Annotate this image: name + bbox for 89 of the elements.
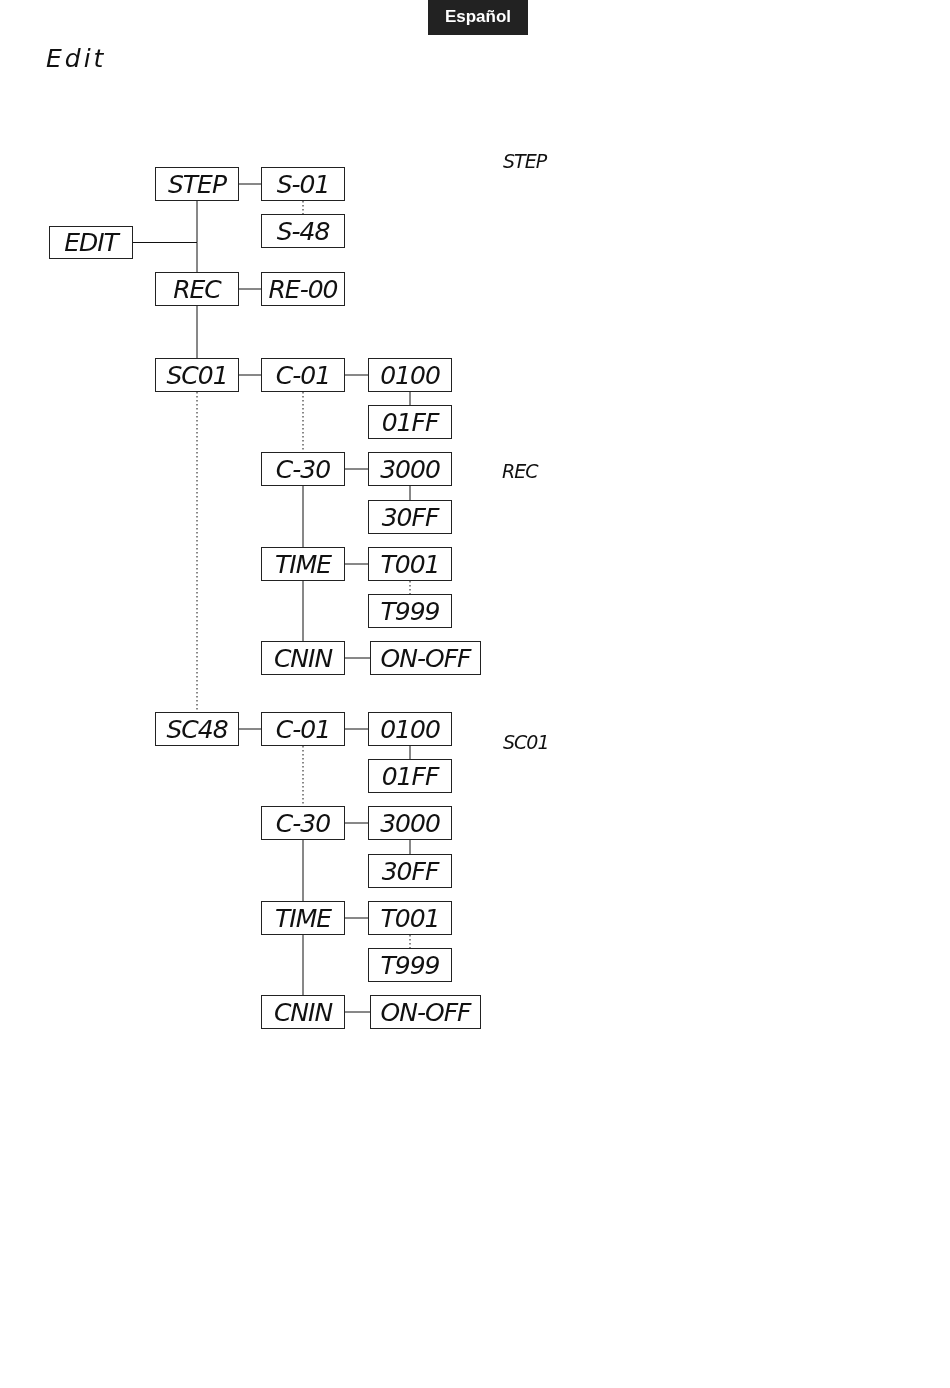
connector-line [344, 374, 369, 376]
connector-line [409, 839, 411, 855]
connector-line [196, 391, 198, 713]
display-box [368, 452, 452, 486]
section-heading: SC01 [503, 731, 549, 753]
display-box [261, 901, 345, 935]
connector-line [409, 485, 411, 501]
display-box [368, 759, 452, 793]
display-text: TIME [275, 549, 331, 579]
display-text: 01FF [381, 761, 439, 791]
display-text: 0100 [380, 714, 440, 744]
display-text: C-30 [275, 454, 331, 484]
display-box [368, 712, 452, 746]
display-text: C-30 [275, 808, 331, 838]
connector-line [344, 822, 369, 824]
display-text: TIME [275, 903, 331, 933]
connector-line [132, 242, 198, 273]
display-box [261, 641, 345, 675]
display-text: S-48 [276, 216, 330, 246]
connector-line [409, 391, 411, 406]
display-box [368, 500, 452, 534]
display-box [370, 995, 481, 1029]
display-text: SC48 [166, 714, 228, 744]
display-box [155, 712, 239, 746]
display-box [261, 214, 345, 248]
display-text: 01FF [381, 407, 439, 437]
display-text: ON-OFF [380, 997, 471, 1027]
display-box [368, 806, 452, 840]
connector-line [302, 580, 304, 642]
connector-line [344, 468, 369, 470]
display-box [261, 167, 345, 201]
display-text: CNIN [273, 643, 333, 673]
connector-line [302, 839, 304, 902]
section-heading: REC [502, 460, 538, 482]
connector-line [344, 563, 369, 565]
display-box [368, 901, 452, 935]
display-text: C-01 [275, 360, 331, 390]
display-text: S-01 [276, 169, 330, 199]
display-box [155, 167, 239, 201]
display-text: RE-00 [268, 274, 338, 304]
connector-line [196, 305, 198, 359]
display-text: 3000 [380, 454, 440, 484]
section-heading: STEP [503, 150, 547, 172]
display-box [368, 547, 452, 581]
display-text: C-01 [275, 714, 331, 744]
display-box [261, 995, 345, 1029]
display-box [368, 854, 452, 888]
display-box [261, 547, 345, 581]
connector-line [344, 657, 371, 659]
display-box [49, 226, 133, 259]
connector-line [238, 728, 262, 730]
connector-line [344, 728, 369, 730]
display-box [368, 948, 452, 982]
display-text: CNIN [273, 997, 333, 1027]
display-text: STEP [168, 169, 226, 199]
connector-line [302, 391, 304, 453]
display-text: REC [173, 274, 221, 304]
display-text: T001 [380, 549, 440, 579]
display-box [368, 405, 452, 439]
display-box [261, 358, 345, 392]
display-box [155, 358, 239, 392]
connector-line [238, 183, 262, 185]
display-text: T001 [380, 903, 440, 933]
display-text: T999 [380, 950, 440, 980]
display-box [261, 272, 345, 306]
connector-line [302, 745, 304, 807]
connector-line [302, 485, 304, 548]
connector-line [344, 1011, 371, 1013]
display-text: ON-OFF [380, 643, 471, 673]
language-tab: Español [428, 0, 528, 35]
connector-line [302, 934, 304, 996]
display-box [155, 272, 239, 306]
connector-line [344, 917, 369, 919]
display-box [261, 806, 345, 840]
display-text: 0100 [380, 360, 440, 390]
title: Edit [46, 44, 107, 73]
display-text: SC01 [166, 360, 228, 390]
connector-line [238, 288, 262, 290]
connector-line [409, 745, 411, 760]
display-box [368, 358, 452, 392]
display-text: T999 [380, 596, 440, 626]
display-box [370, 641, 481, 675]
display-box [261, 712, 345, 746]
display-text: 3000 [380, 808, 440, 838]
display-text: 30FF [381, 502, 439, 532]
display-box [261, 452, 345, 486]
display-text: 30FF [381, 856, 439, 886]
connector-line [238, 374, 262, 376]
display-box [368, 594, 452, 628]
